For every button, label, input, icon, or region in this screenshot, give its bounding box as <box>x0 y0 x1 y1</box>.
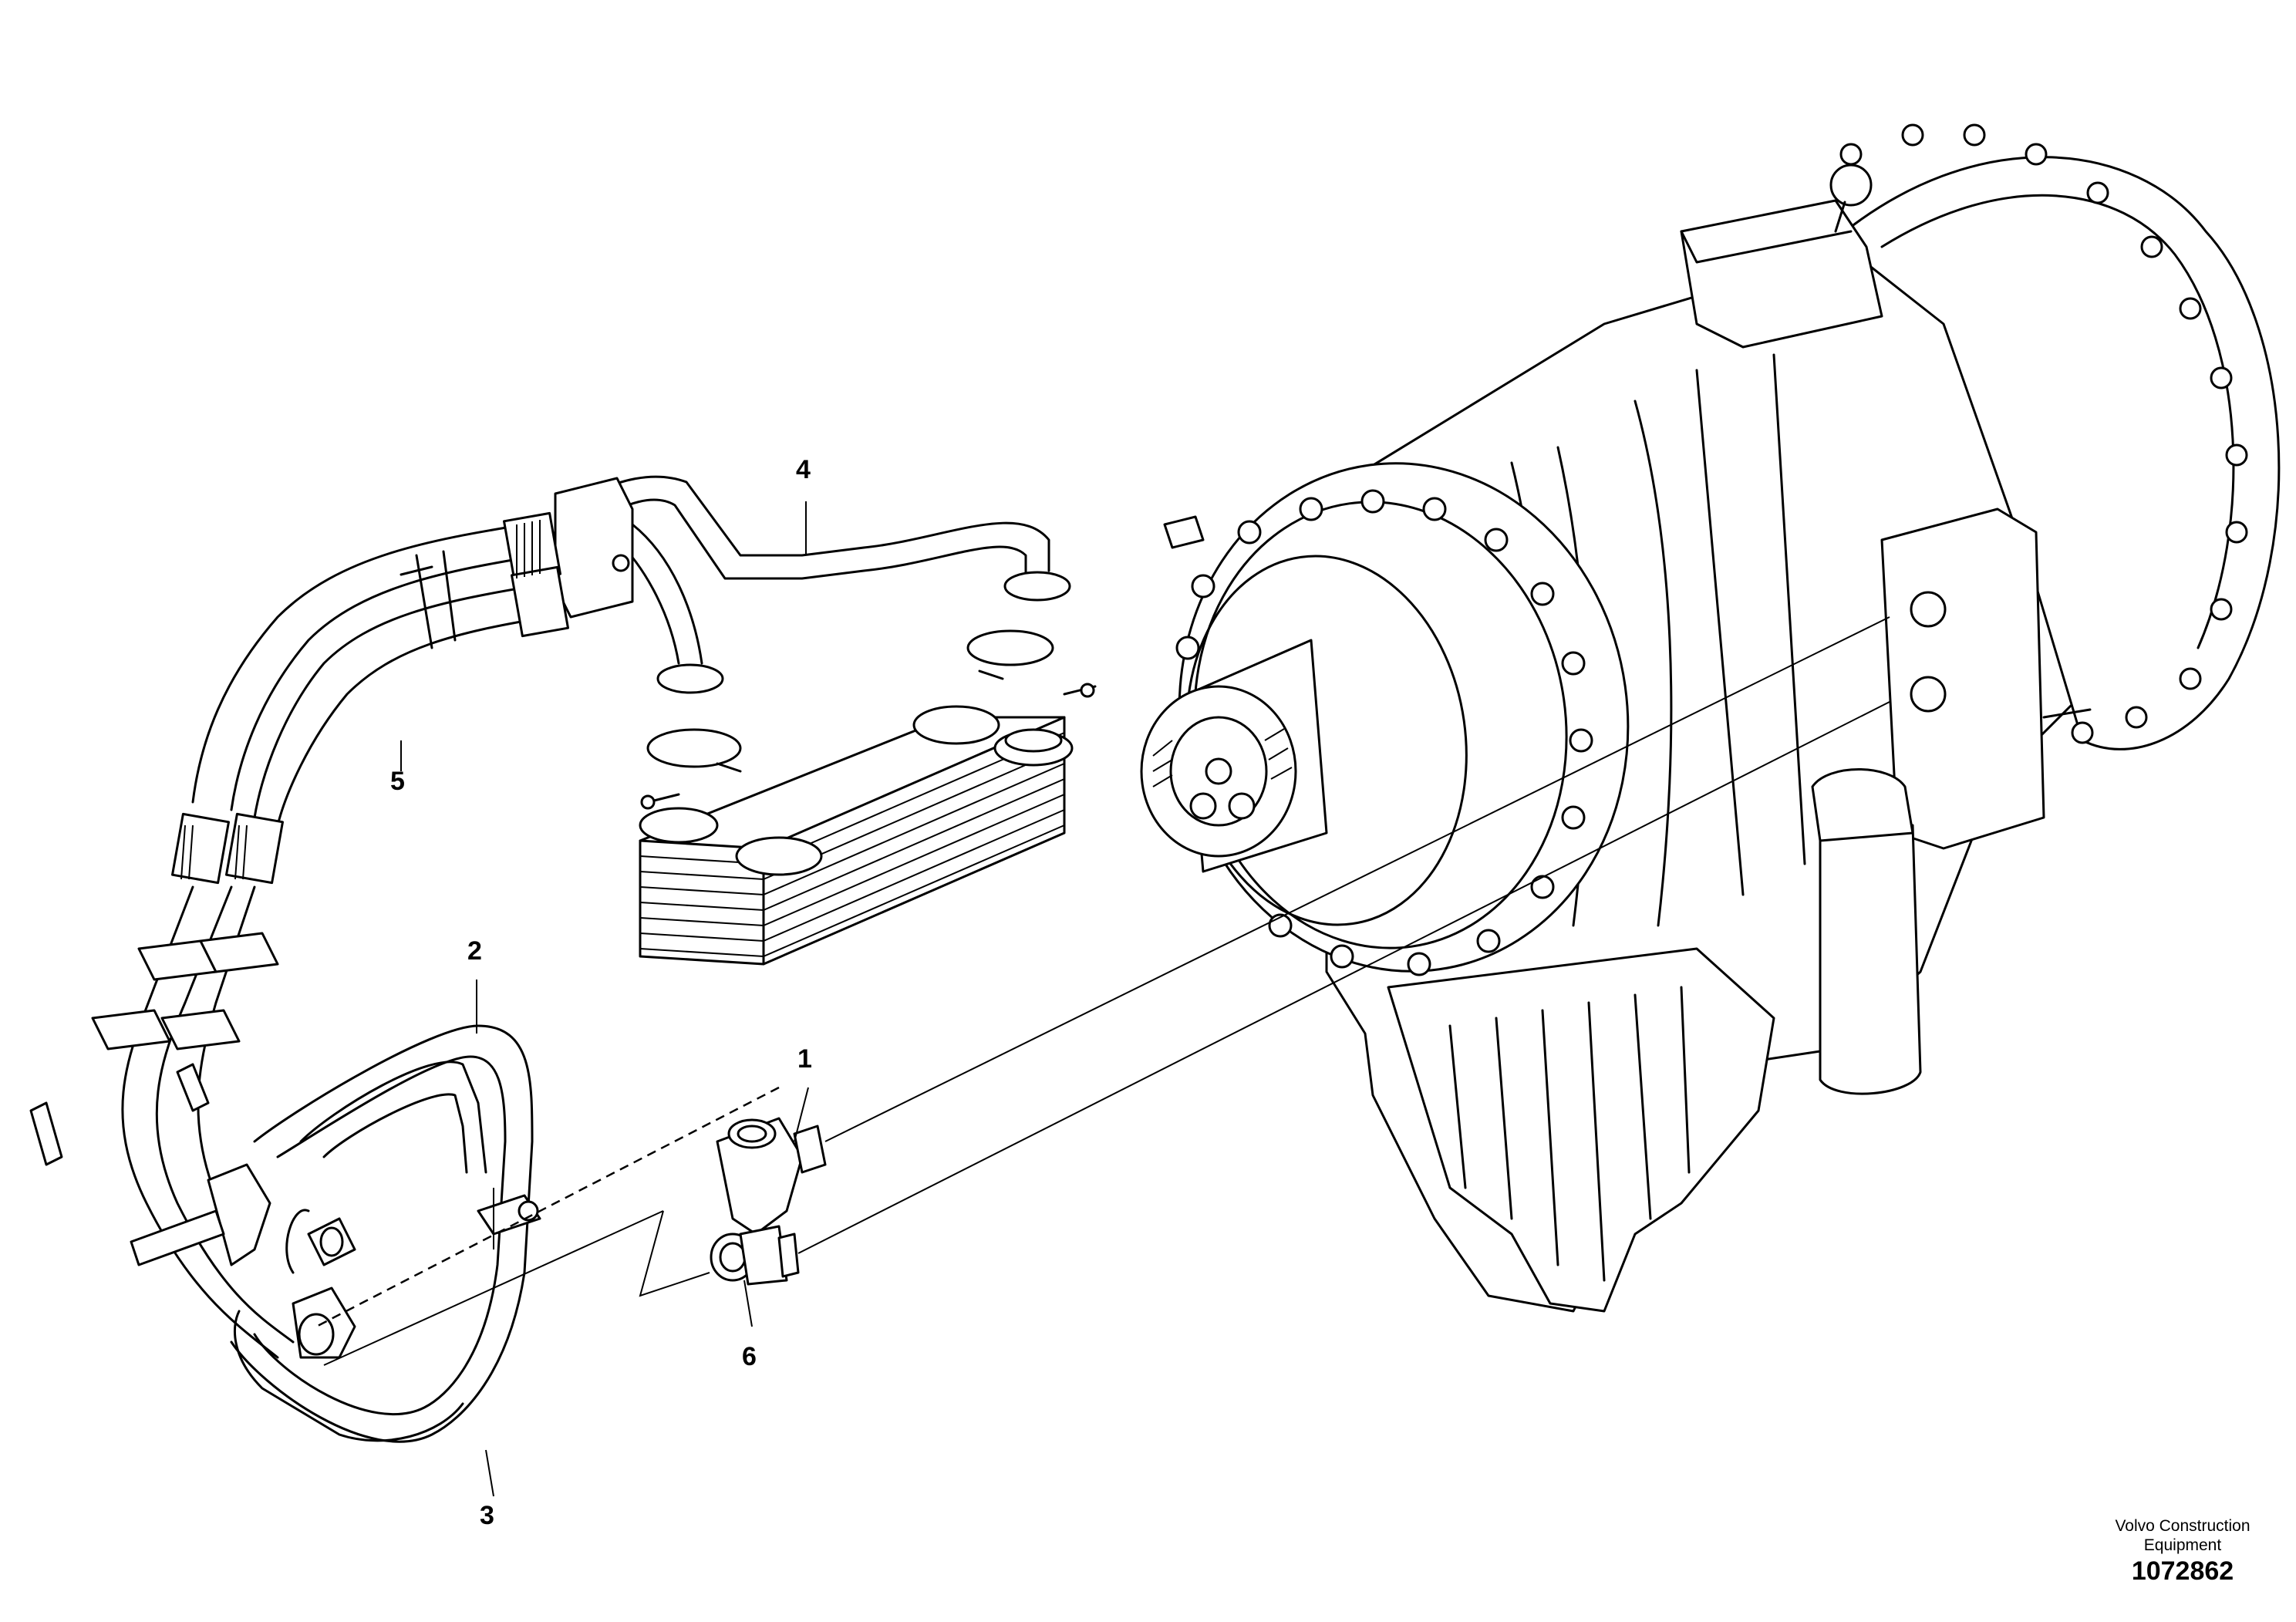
fitting-6 <box>710 1225 800 1286</box>
assembly-lines <box>315 616 1890 1366</box>
housing-bolts <box>1839 123 2248 744</box>
converter-bolts <box>1175 489 1593 976</box>
manufacturer-label: Volvo Construction Equipment <box>2082 1516 2283 1555</box>
pipe-4 <box>554 475 1071 694</box>
callout-1: 1 <box>797 1044 812 1074</box>
callout-6: 6 <box>742 1342 757 1371</box>
clamps-and-gaskets <box>640 629 1097 810</box>
leader-lines <box>400 501 809 1497</box>
callout-5: 5 <box>390 767 405 796</box>
transmission-assembly <box>1140 123 2281 1313</box>
hose-5 <box>171 511 569 885</box>
pipe-2-and-3 <box>230 1024 541 1443</box>
document-number: 1072862 <box>2131 1556 2234 1586</box>
fitting-1 <box>716 1117 827 1236</box>
oil-cooler <box>639 705 1074 966</box>
lower-pipes <box>29 885 295 1359</box>
manufacturer-line-1: Volvo Construction <box>2115 1517 2250 1535</box>
manufacturer-line-2: Equipment <box>2143 1536 2222 1554</box>
callout-2: 2 <box>467 936 482 966</box>
callout-4: 4 <box>796 455 811 484</box>
callout-3: 3 <box>480 1501 494 1530</box>
